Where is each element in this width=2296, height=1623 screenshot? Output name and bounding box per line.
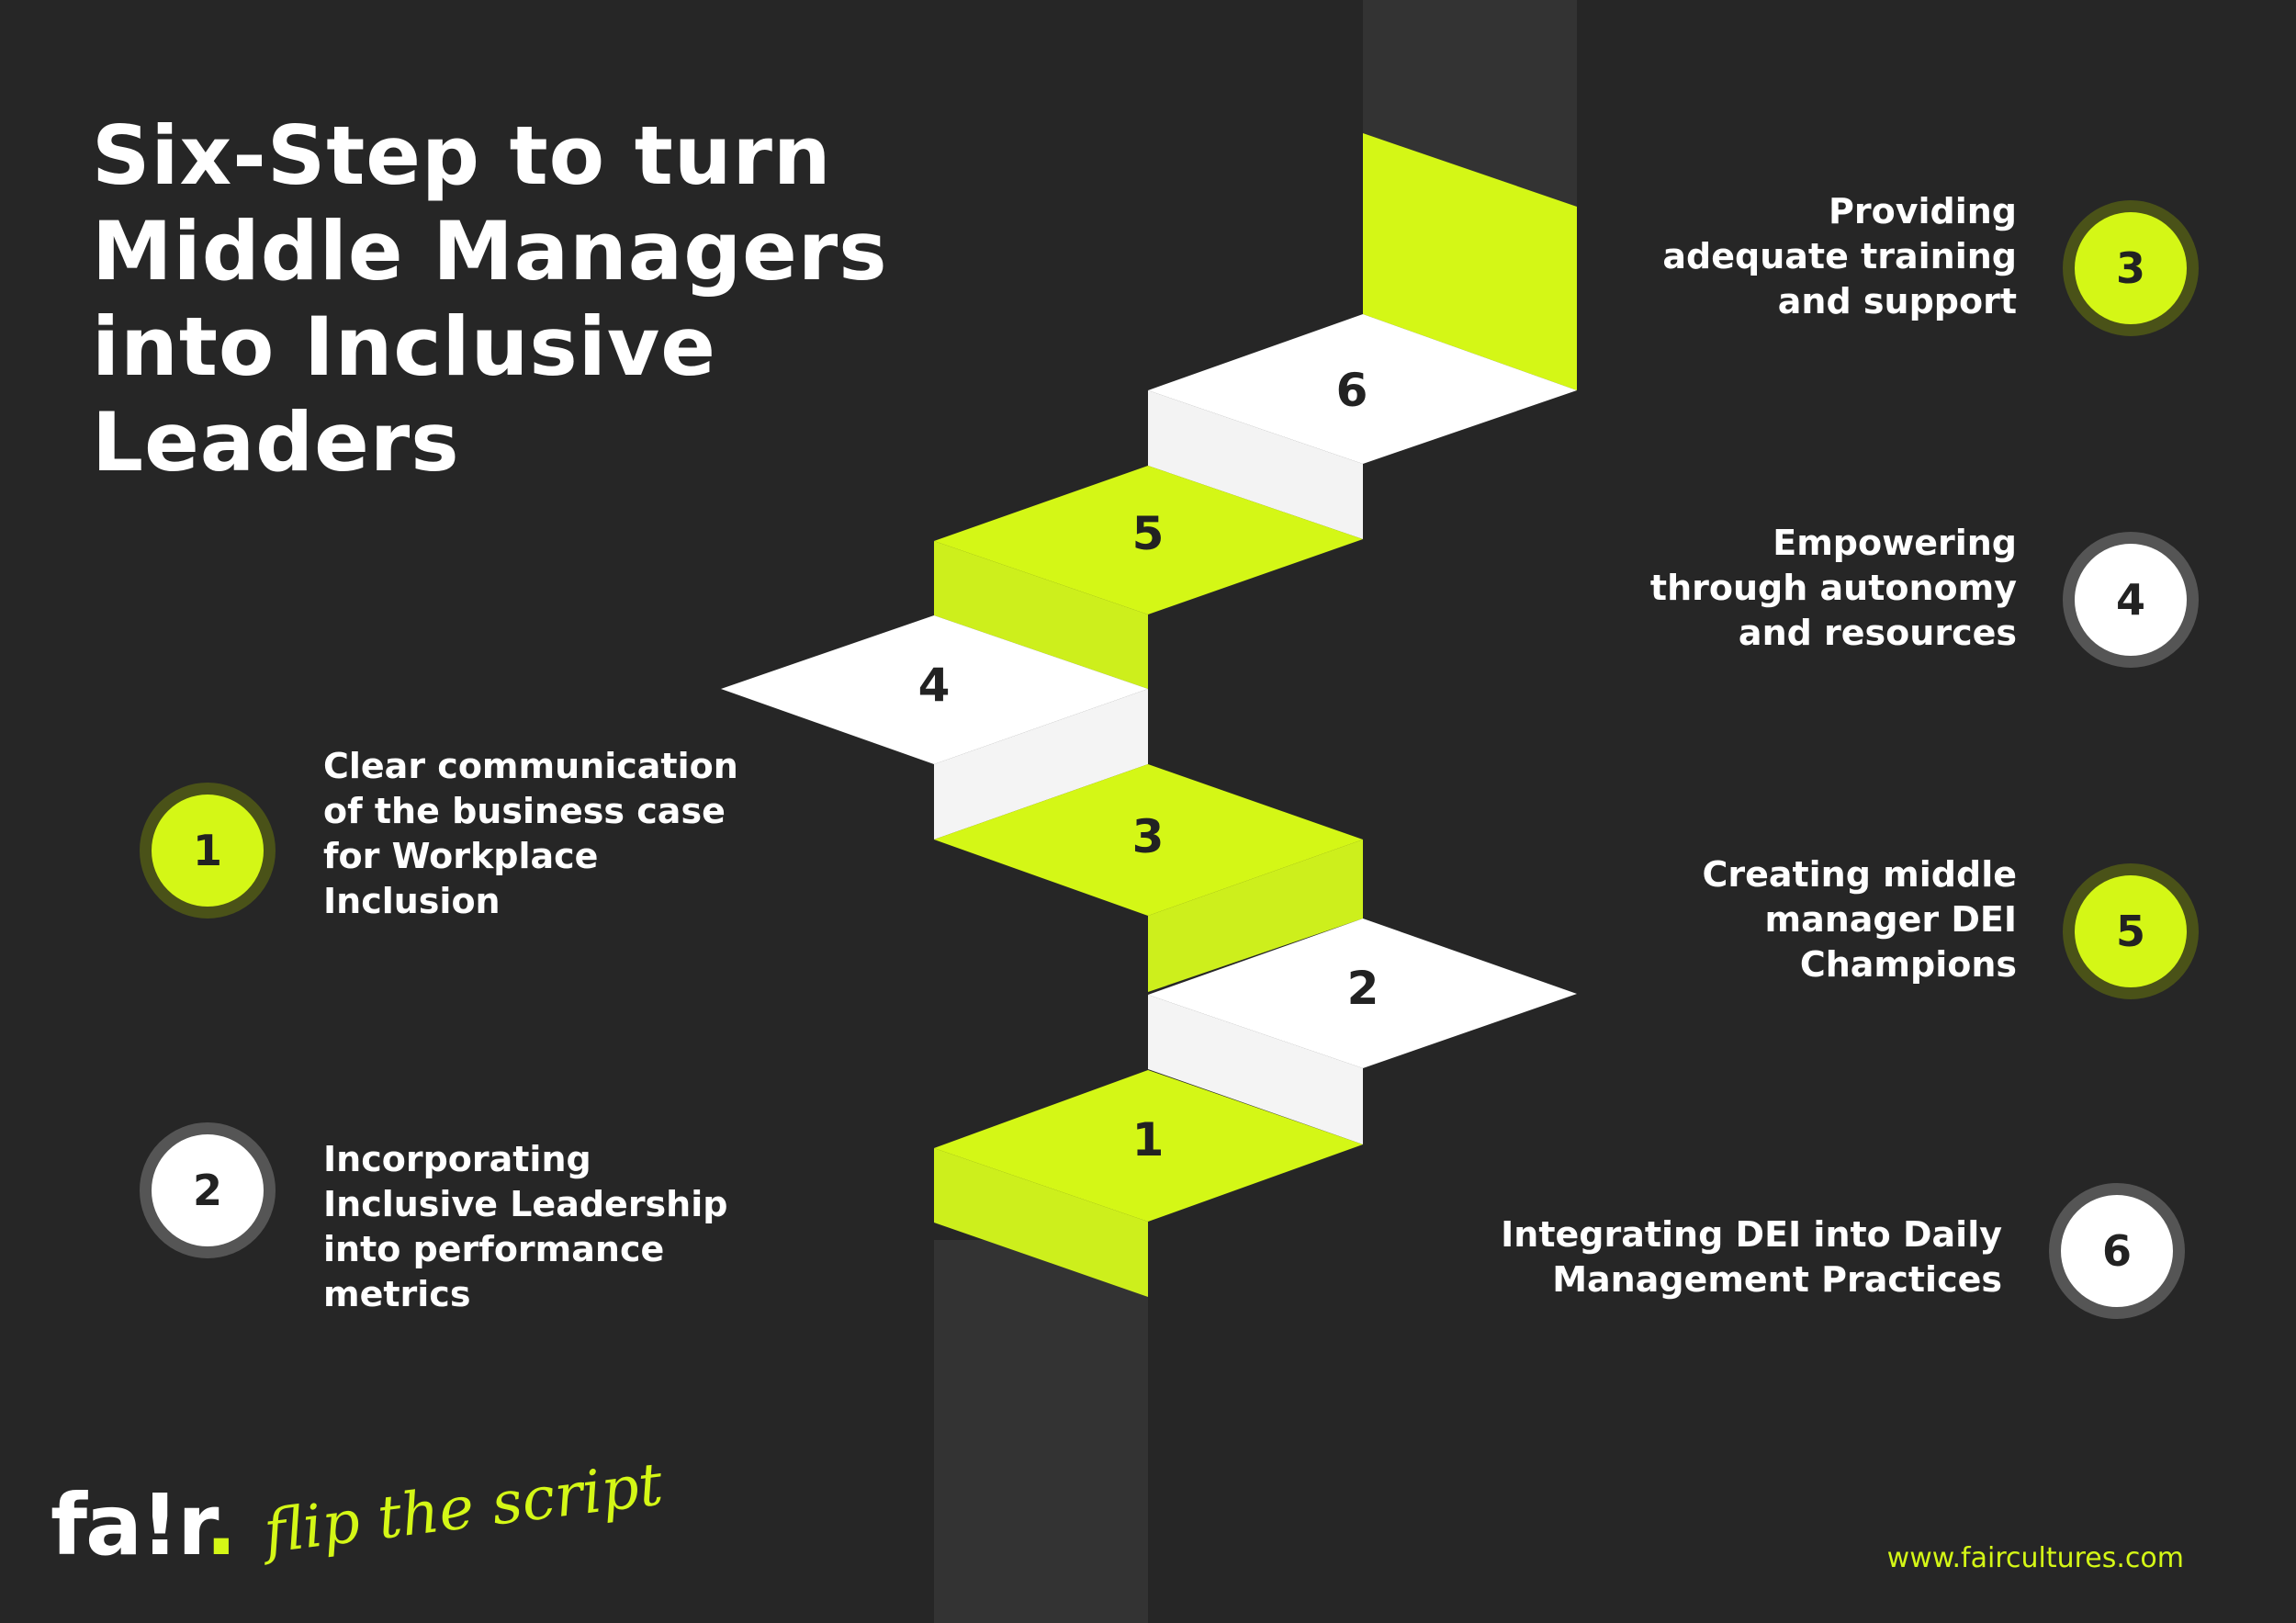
step-6-text: Integrating DEI into Daily Management Pr… [1501, 1212, 2002, 1302]
step-6-number: 6 [2101, 1226, 2132, 1276]
stair-5-face [934, 541, 1148, 689]
step-3-number: 3 [2115, 243, 2145, 293]
title-line: into Inclusive [92, 299, 716, 394]
stair-label-2: 2 [1347, 962, 1379, 1015]
step-4-text: Empowering through autonomy and resource… [1650, 521, 2017, 656]
step-2-text: Incorporating Inclusive Leadership into … [323, 1137, 727, 1317]
step-5-text: Creating middle manager DEI Champions [1702, 852, 2017, 987]
step-4-line: and resources [1738, 613, 2017, 653]
stair-label-4: 4 [918, 659, 951, 712]
lower-pillar [934, 1240, 1148, 1623]
stair-label-6: 6 [1336, 364, 1368, 417]
title-line: Middle Managers [92, 204, 888, 299]
step-1-text: Clear communication of the business case… [323, 744, 738, 924]
website-url[interactable]: www.faircultures.com [1886, 1542, 2184, 1574]
stair-3-face [1148, 840, 1363, 992]
step-6-line: Management Practices [1552, 1259, 2002, 1300]
step-4-number: 4 [2115, 575, 2145, 625]
step-3-line: adequate training [1662, 236, 2017, 276]
stair-4-top [721, 615, 1148, 764]
step-3-line: and support [1777, 281, 2017, 321]
page-title: Six-Step to turn Middle Managers into In… [92, 108, 1010, 490]
stair-1-top [934, 1070, 1363, 1222]
step-1-line: for Workplace [323, 836, 599, 876]
stair-2-top [1148, 919, 1577, 1068]
brand-footer: fa!r. flip the script [51, 1450, 669, 1568]
logo-wordmark: fa!r [51, 1476, 207, 1574]
step-2-line: metrics [323, 1274, 471, 1314]
step-4-badge: 4 [2063, 532, 2199, 668]
step-1-line: Clear communication [323, 746, 738, 786]
step-2-number: 2 [192, 1166, 222, 1215]
step-2-line: into performance [323, 1229, 665, 1269]
step-2-line: Incorporating [323, 1139, 591, 1179]
step-5-number: 5 [2115, 907, 2145, 956]
step-3-badge: 3 [2063, 200, 2199, 336]
step-1-badge: 1 [140, 783, 276, 919]
step-5-badge: 5 [2063, 863, 2199, 999]
step-1-line: of the business case [323, 791, 726, 831]
step-6-line: Integrating DEI into Daily [1501, 1214, 2002, 1255]
step-6-badge: 6 [2049, 1183, 2185, 1319]
stair-5-top [934, 466, 1363, 614]
fair-logo: fa!r. [51, 1483, 237, 1568]
step-1-line: Inclusion [323, 881, 501, 921]
title-line: Six-Step to turn [92, 108, 832, 203]
step-5-line: Creating middle [1702, 854, 2017, 895]
stair-6-top [1148, 314, 1577, 464]
step-4-line: Empowering [1773, 523, 2017, 563]
step-5-line: Champions [1799, 944, 2017, 985]
step-1-number: 1 [192, 826, 222, 875]
step-2-badge: 2 [140, 1122, 276, 1258]
step-2-line: Inclusive Leadership [323, 1184, 728, 1224]
stair-label-3: 3 [1132, 810, 1165, 863]
stair-3-top [934, 764, 1363, 916]
step-3-text: Providing adequate training and support [1662, 189, 2017, 324]
step-4-line: through autonomy [1649, 568, 2017, 608]
stair-label-5: 5 [1132, 507, 1165, 560]
stair-label-1: 1 [1132, 1113, 1165, 1167]
stair-6-riser [1363, 133, 1577, 390]
stair-6-face [1148, 390, 1363, 539]
step-5-line: manager DEI [1764, 899, 2017, 940]
stair-4-face [934, 689, 1148, 840]
step-3-line: Providing [1829, 191, 2017, 231]
logo-dot: . [205, 1476, 237, 1574]
title-line: Leaders [92, 395, 460, 490]
stair-1-face [934, 1148, 1148, 1297]
stair-2-face [1148, 995, 1363, 1144]
